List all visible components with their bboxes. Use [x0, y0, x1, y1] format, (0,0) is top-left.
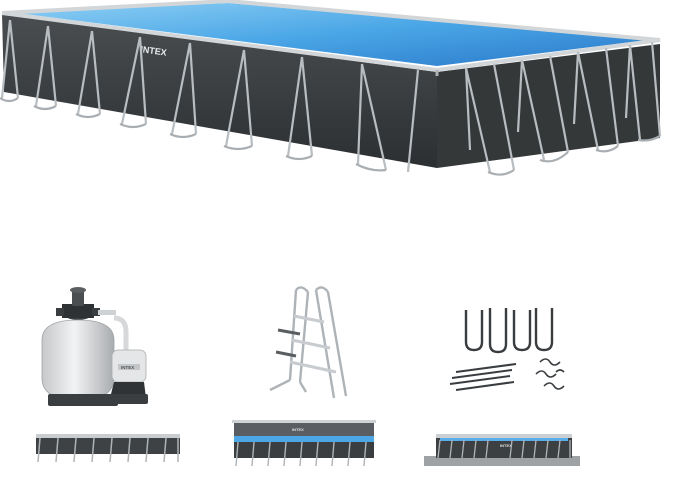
pool-water	[8, 3, 648, 66]
pool-front-legs	[0, 19, 420, 173]
cover-brand-label: INTEX	[292, 427, 304, 432]
pool-side-legs	[464, 41, 662, 173]
filter-valve-icon	[56, 287, 116, 320]
hardware-kit	[449, 308, 565, 391]
pool-groundcloth-view: INTEX	[424, 434, 580, 466]
pool-leg-feet	[0, 97, 387, 172]
filter-base	[48, 394, 118, 406]
pool-main: INTEX	[0, 0, 662, 176]
groundcloth-brand-label: INTEX	[500, 443, 512, 448]
pool-top-rail	[1, 0, 661, 73]
pool-side-leg-feet	[487, 135, 661, 176]
pool-cover-view: INTEX	[232, 420, 376, 467]
pump-motor: INTEX	[104, 349, 148, 404]
pool-side-wall	[437, 44, 660, 168]
pool-side-view	[36, 434, 180, 463]
a-frame-ladder	[269, 286, 348, 399]
support-rods	[449, 363, 517, 391]
pool-brand-label: INTEX	[140, 44, 168, 58]
u-legs	[464, 308, 554, 354]
clips-icon	[535, 358, 565, 390]
pool-front-wall	[2, 14, 437, 168]
sand-filter-pump: INTEX	[41, 287, 148, 406]
filter-tank	[41, 319, 115, 401]
pump-brand-label: INTEX	[121, 365, 134, 370]
